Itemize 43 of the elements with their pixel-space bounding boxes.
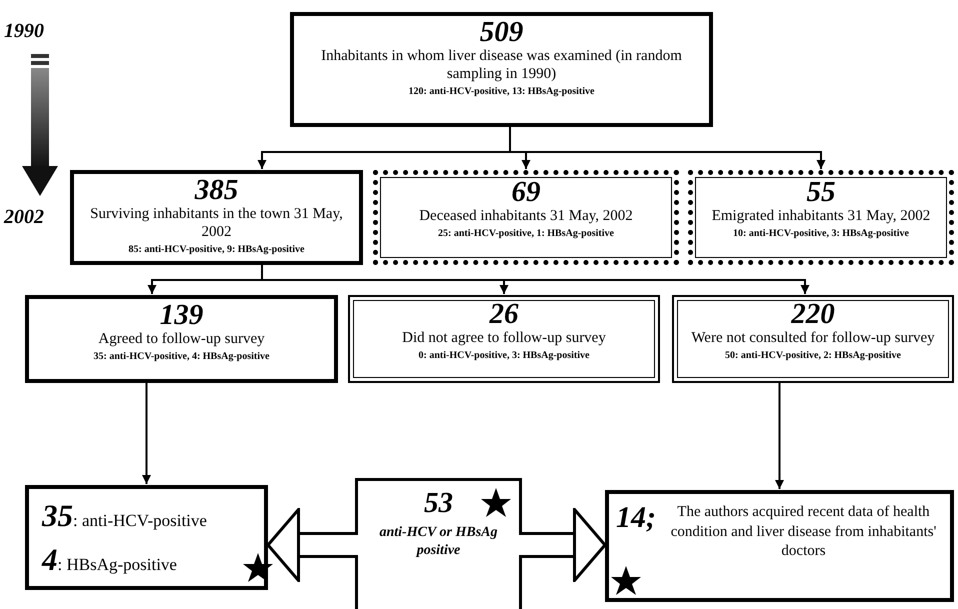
marker-count: 35: anti-HCV-positive [42,497,207,534]
stage-box [373,170,679,265]
marker-counts: 50: anti-HCV-positive, 2: HBsAg-positive [725,349,901,362]
marker-counts: 35: anti-HCV-positive, 4: HBsAg-positive [94,350,270,363]
count-number: 69 [512,178,540,207]
group-description: Inhabitants in whom liver disease was examined (in random sampling in 1990) [320,47,683,83]
stage-box [348,295,660,383]
year-label: 1990 [4,20,44,43]
group-description: Did not agree to follow-up survey [402,329,606,347]
marker-counts: 10: anti-HCV-positive, 3: HBsAg-positive [733,227,909,240]
block-arrow [266,508,358,582]
stage-box [672,295,954,383]
count-number: 385 [194,176,238,205]
count-number: 55 [806,178,836,207]
group-description: Were not consulted for follow-up survey [691,329,935,347]
count-number: 53 [424,489,453,518]
group-description: Emigrated inhabitants 31 May, 2002 [712,207,930,225]
arrow [509,127,826,169]
stage-box [70,170,363,265]
year-label: 2002 [4,206,44,229]
arrow [142,383,151,484]
marker-count: 4: HBsAg-positive [42,540,177,578]
marker-counts: 25: anti-HCV-positive, 1: HBsAg-positive [438,227,614,240]
count-number: 139 [160,301,204,330]
group-description: Deceased inhabitants 31 May, 2002 [419,207,633,225]
count-number: 14; [616,503,656,533]
cross-shaped-box [355,478,522,609]
group-description: Surviving inhabitants in the town 31 May, 2002 [89,205,344,241]
block-arrow [519,508,606,582]
stage-box [290,12,713,127]
count-number: 220 [791,300,835,329]
marker-counts: 85: anti-HCV-positive, 9: HBsAg-positive [128,243,304,256]
marker-counts: 120: anti-HCV-positive, 13: HBsAg-positive [408,85,594,98]
stage-box [605,490,954,602]
stage-box [688,170,954,265]
group-description: anti-HCV or HBsAg positive [378,524,498,560]
note-text: The authors acquired recent data of health condition and liver disease from inhabitants' doctors [670,503,938,561]
arrow [775,383,784,489]
group-description: Agreed to follow-up survey [98,330,265,348]
stage-box [25,295,338,383]
count-number: 509 [480,18,524,47]
count-number: 26 [490,300,518,329]
marker-counts: 0: anti-HCV-positive, 3: HBsAg-positive [418,349,590,362]
